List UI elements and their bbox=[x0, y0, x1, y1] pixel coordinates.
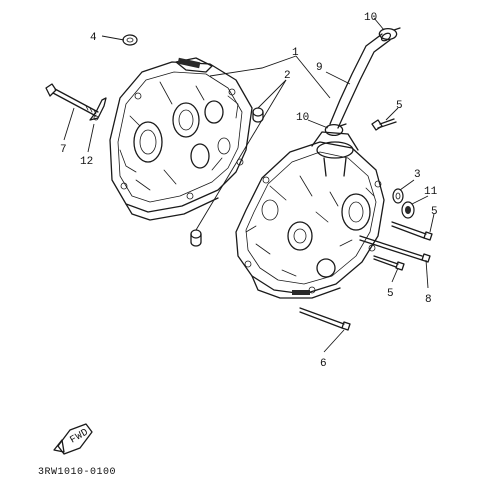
callout-10-bottom: 10 bbox=[296, 112, 309, 124]
fwd-label: FWD bbox=[69, 427, 91, 446]
callout-1: 1 bbox=[292, 47, 299, 59]
callout-2: 2 bbox=[284, 70, 291, 82]
seal-part-11 bbox=[401, 201, 415, 219]
fwd-arrow-icon: FWD bbox=[53, 423, 93, 455]
bolt-lower-part-5 bbox=[373, 255, 405, 271]
callout-12: 12 bbox=[80, 156, 93, 168]
callout-9: 9 bbox=[316, 62, 323, 74]
callout-6: 6 bbox=[320, 358, 327, 370]
callout-7: 7 bbox=[60, 144, 67, 156]
dowel-pin-upper bbox=[252, 107, 264, 123]
long-bolt-part-7 bbox=[45, 83, 99, 117]
callout-4: 4 bbox=[90, 32, 97, 44]
breather-hose-part-9 bbox=[329, 32, 392, 129]
callout-5-upper: 5 bbox=[396, 100, 403, 112]
callout-11: 11 bbox=[424, 186, 438, 198]
callout-3: 3 bbox=[414, 169, 421, 181]
drawing-code: 3RW1010-0100 bbox=[38, 467, 116, 478]
callout-8: 8 bbox=[425, 294, 432, 306]
hose-clip-top-part-10 bbox=[378, 27, 401, 40]
long-bolt-part-8 bbox=[359, 235, 431, 263]
bolt-bottom-part-6 bbox=[299, 307, 351, 331]
callout-5-mid: 5 bbox=[431, 206, 438, 218]
dowel-pin-lower bbox=[190, 229, 202, 247]
left-crankcase-half bbox=[109, 57, 253, 221]
clamp-part-12 bbox=[89, 97, 107, 121]
bolt-upper-part-5 bbox=[371, 118, 397, 131]
washer-part-3 bbox=[392, 188, 404, 204]
hose-clip-bottom-part-10 bbox=[324, 123, 347, 136]
leader-lines bbox=[63, 17, 435, 353]
bolt-mid-part-5 bbox=[391, 221, 433, 241]
callout-5-lower: 5 bbox=[387, 288, 394, 300]
callout-10-top: 10 bbox=[364, 12, 377, 24]
callout-numbers: 1 2 3 4 5 5 5 6 7 8 9 10 10 11 12 bbox=[60, 12, 438, 370]
right-crankcase-half bbox=[235, 131, 385, 299]
grommet-part-4 bbox=[122, 34, 138, 46]
